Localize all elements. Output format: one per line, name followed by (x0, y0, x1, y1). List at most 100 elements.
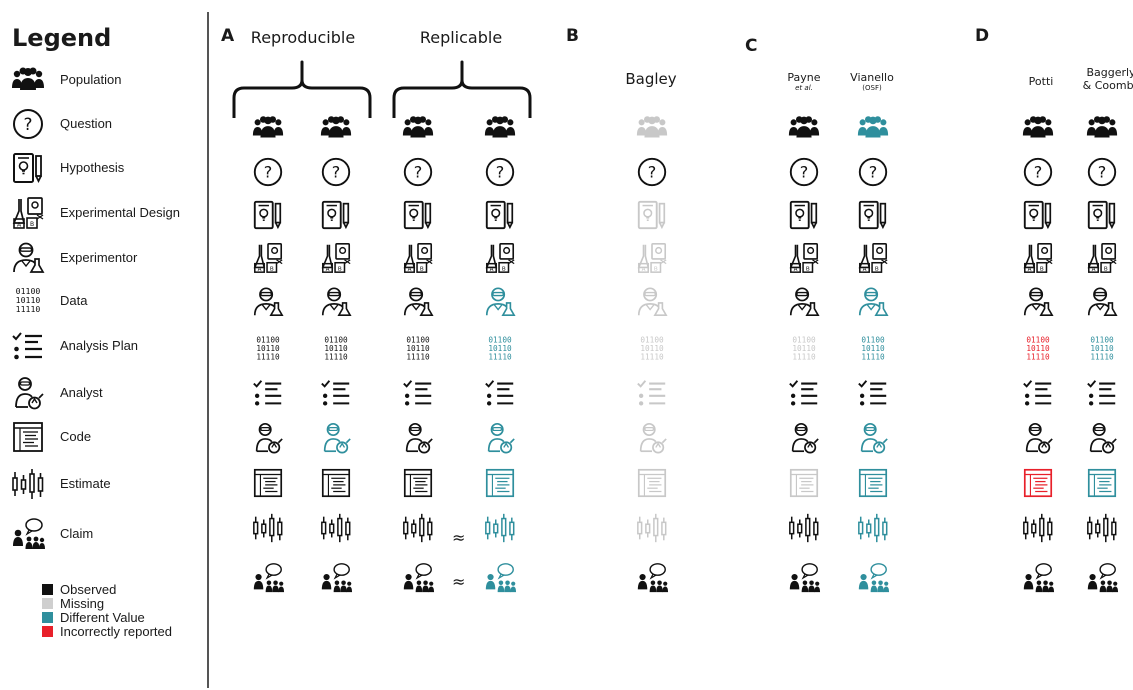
estimate-icon (1021, 511, 1055, 545)
col-head-payne: Payne et al. (772, 71, 836, 92)
analysis-plan-icon (10, 328, 46, 364)
experimentor-icon (251, 285, 285, 319)
group-label-reproducible: Reproducible (250, 28, 356, 47)
analysis-plan-icon (251, 376, 285, 410)
code-icon (319, 466, 353, 500)
group-label-replicable: Replicable (419, 28, 503, 47)
claim-icon (319, 561, 353, 595)
experimental-design-icon (856, 241, 890, 275)
code-icon (787, 466, 821, 500)
legend-label-code: Code (60, 429, 92, 444)
legend-label-data: Data (60, 293, 88, 308)
analyst-icon (10, 375, 46, 411)
data-icon (483, 332, 517, 366)
key-label-observed: Observed (60, 582, 117, 597)
question-icon (319, 155, 353, 189)
col-head-vianello-sub: (OSF) (862, 84, 882, 92)
code-icon (251, 466, 285, 500)
question-icon (401, 155, 435, 189)
approx-claim: ≈ (452, 572, 466, 591)
estimate-icon (1085, 511, 1119, 545)
panel-d-letter: D (975, 26, 990, 46)
data-icon (251, 332, 285, 366)
population-icon (1085, 111, 1119, 145)
hypothesis-icon (635, 198, 669, 232)
legend-label-population: Population (60, 72, 122, 87)
claim-icon (10, 516, 46, 552)
claim-icon (787, 561, 821, 595)
experimentor-icon (1021, 285, 1055, 319)
analyst-icon (856, 421, 890, 455)
population-icon (251, 111, 285, 145)
col-head-potti: Potti (1028, 75, 1054, 88)
legend-label-experimental-design: Experimental Design (60, 205, 180, 220)
experimental-design-icon (787, 241, 821, 275)
estimate-icon (319, 511, 353, 545)
population-icon (483, 111, 517, 145)
estimate-icon (856, 511, 890, 545)
approx-estimate: ≈ (452, 528, 466, 547)
analysis-plan-icon (319, 376, 353, 410)
replicable-brace (392, 60, 532, 118)
col-head-payne-name: Payne (787, 71, 821, 84)
data-icon (1085, 332, 1119, 366)
experimental-design-icon (1021, 241, 1055, 275)
hypothesis-icon (787, 198, 821, 232)
col-head-vianello: Vianello (OSF) (840, 71, 904, 92)
question-icon (1021, 155, 1055, 189)
code-icon (10, 419, 46, 455)
experimental-design-icon (251, 241, 285, 275)
analyst-icon (319, 421, 353, 455)
data-icon (401, 332, 435, 366)
experimentor-icon (635, 285, 669, 319)
analysis-plan-icon (1085, 376, 1119, 410)
experimentor-icon (856, 285, 890, 319)
data-icon (319, 332, 353, 366)
key-swatch-observed (42, 584, 53, 595)
hypothesis-icon (251, 198, 285, 232)
experimentor-icon (787, 285, 821, 319)
legend-label-analysis-plan: Analysis Plan (60, 338, 139, 353)
group-braces (232, 60, 532, 118)
hypothesis-icon (401, 198, 435, 232)
question-icon (635, 155, 669, 189)
code-icon (1021, 466, 1055, 500)
question-icon (251, 155, 285, 189)
panel-b-letter: B (566, 26, 579, 46)
experimental-design-icon (635, 241, 669, 275)
question-icon (10, 106, 46, 142)
analysis-plan-icon (635, 376, 669, 410)
experimental-design-icon (10, 195, 46, 231)
code-icon (483, 466, 517, 500)
col-head-bagley: Bagley (625, 70, 677, 88)
claim-icon (251, 561, 285, 595)
legend-label-question: Question (60, 116, 113, 131)
population-icon (856, 111, 890, 145)
col-head-baggerly-sub: & Coombs (1082, 79, 1133, 92)
code-icon (1085, 466, 1119, 500)
analysis-plan-icon (1021, 376, 1055, 410)
experimentor-icon (401, 285, 435, 319)
analyst-icon (1021, 421, 1055, 455)
hypothesis-icon (1021, 198, 1055, 232)
experimentor-icon (483, 285, 517, 319)
analyst-icon (401, 421, 435, 455)
question-icon (483, 155, 517, 189)
question-icon (1085, 155, 1119, 189)
experimental-design-icon (319, 241, 353, 275)
key-label-missing: Missing (60, 596, 105, 611)
analyst-icon (251, 421, 285, 455)
panel-a-letter: A (221, 26, 235, 46)
hypothesis-icon (483, 198, 517, 232)
population-icon (787, 111, 821, 145)
legend-title: Legend (12, 24, 112, 52)
claim-icon (401, 561, 435, 595)
estimate-icon (251, 511, 285, 545)
population-icon (10, 62, 46, 98)
population-icon (319, 111, 353, 145)
claim-icon (1021, 561, 1055, 595)
population-icon (401, 111, 435, 145)
question-icon (856, 155, 890, 189)
hypothesis-icon (856, 198, 890, 232)
analysis-plan-icon (401, 376, 435, 410)
